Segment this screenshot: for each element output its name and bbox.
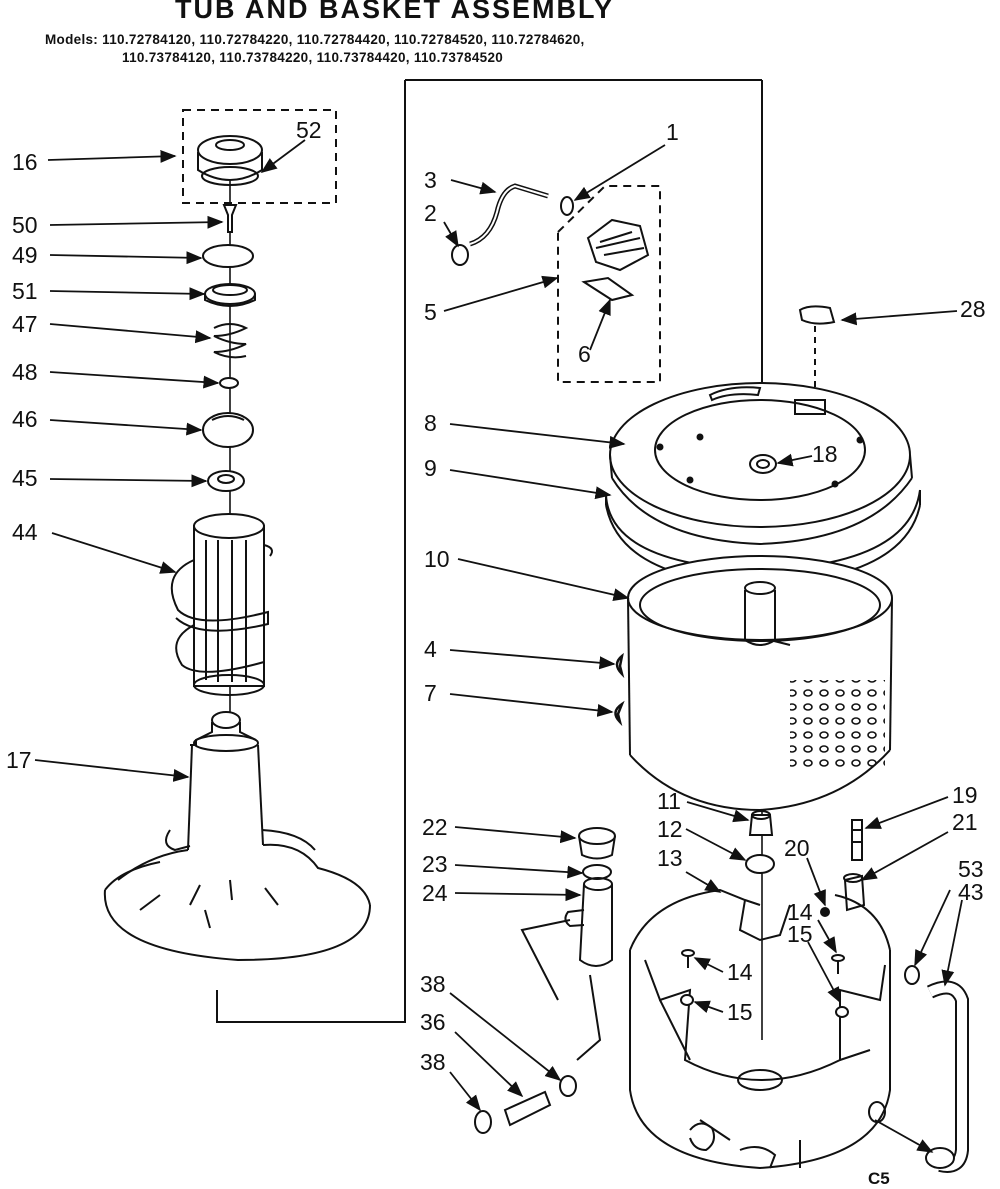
part-14-screw-right xyxy=(831,954,845,974)
callout-10: 10 xyxy=(424,546,450,572)
callout-49: 49 xyxy=(12,242,38,268)
agitator-assembly xyxy=(103,109,371,962)
callout-24: 24 xyxy=(422,880,448,906)
part-36-pin xyxy=(503,1090,552,1127)
part-19-pin xyxy=(851,819,863,861)
callout-23: 23 xyxy=(422,851,448,877)
callout-6: 6 xyxy=(578,341,591,367)
part-5-bracket xyxy=(586,218,650,272)
part-18-nut xyxy=(749,454,777,474)
part-2-clamp xyxy=(451,244,469,266)
models-list-1: 110.72784120, 110.72784220, 110.72784420… xyxy=(102,32,585,47)
callout-22: 22 xyxy=(422,814,448,840)
fabric-softener-cap-box xyxy=(182,109,337,204)
assembly-bracket xyxy=(216,79,763,1023)
diagram-code: C5 xyxy=(868,1169,890,1188)
callout-17: 17 xyxy=(6,747,32,773)
callout-53: 53 xyxy=(958,856,984,882)
callout-14-left: 14 xyxy=(727,959,753,985)
part-38-ring-left xyxy=(474,1110,492,1134)
part-51-ring xyxy=(204,283,256,307)
part-7-clip xyxy=(614,700,625,727)
callout-44: 44 xyxy=(12,519,38,545)
part-14-screw-left xyxy=(681,949,695,968)
part-48-washer xyxy=(219,377,239,389)
callout-21: 21 xyxy=(952,809,978,835)
callout-12: 12 xyxy=(657,816,683,842)
callout-48: 48 xyxy=(12,359,38,385)
leader-arrows xyxy=(34,139,963,1153)
callout-36: 36 xyxy=(420,1009,446,1035)
callout-19: 19 xyxy=(952,782,978,808)
callout-15-right: 15 xyxy=(787,921,813,947)
part-10-basket xyxy=(627,555,893,812)
callout-9: 9 xyxy=(424,455,437,481)
part-45-collar xyxy=(207,470,245,492)
part-15-washer-right xyxy=(835,1006,849,1018)
part-53-ring xyxy=(904,965,920,985)
tub-parts xyxy=(474,810,969,1173)
callout-4: 4 xyxy=(424,636,437,662)
models-line-2: 110.73784120, 110.73784220, 110.73784420… xyxy=(122,50,504,65)
part-46-cam xyxy=(202,412,254,448)
part-22-cap xyxy=(578,827,616,860)
callout-18: 18 xyxy=(812,441,838,467)
part-1-ring xyxy=(560,196,574,216)
callout-7: 7 xyxy=(424,680,437,706)
balance-ring-parts xyxy=(451,183,921,1040)
callout-51: 51 xyxy=(12,278,38,304)
part-12-washer xyxy=(745,854,775,874)
callout-38-lower: 38 xyxy=(420,1049,446,1075)
callout-16: 16 xyxy=(12,149,38,175)
part-28-cap xyxy=(798,305,836,400)
callout-labels: 16 52 50 49 51 47 48 46 45 44 17 1 3 2 5… xyxy=(6,117,986,1188)
callout-47: 47 xyxy=(12,311,38,337)
part-49-disc xyxy=(202,244,254,268)
callout-46: 46 xyxy=(12,406,38,432)
callout-5: 5 xyxy=(424,299,437,325)
callout-38-upper: 38 xyxy=(420,971,446,997)
part-20-ball xyxy=(820,907,830,917)
callout-11: 11 xyxy=(657,788,681,814)
diagram-header: TUB AND BASKET ASSEMBLY Models: 110.7278… xyxy=(0,0,1000,80)
part-43-drain-hose xyxy=(925,980,969,1173)
part-17-agitator-base xyxy=(103,711,371,962)
part-15-washer-left xyxy=(680,994,694,1006)
part-13-outer-tub xyxy=(629,888,891,1170)
callout-3: 3 xyxy=(424,167,437,193)
part-23-ring xyxy=(582,864,612,880)
models-label: Models: xyxy=(45,32,99,47)
part-11-nut xyxy=(748,810,774,836)
callout-13: 13 xyxy=(657,845,683,871)
part-50-pin xyxy=(222,204,238,233)
callout-28: 28 xyxy=(960,296,986,322)
callout-52: 52 xyxy=(296,117,322,143)
callout-20: 20 xyxy=(784,835,810,861)
part-24-tube xyxy=(564,877,613,967)
callout-45: 45 xyxy=(12,465,38,491)
callout-8: 8 xyxy=(424,410,437,436)
callout-15-left: 15 xyxy=(727,999,753,1025)
part-38-ring-right xyxy=(559,1075,577,1097)
callout-2: 2 xyxy=(424,200,437,226)
part-47-spring xyxy=(213,323,249,359)
part-4-clip xyxy=(615,652,625,679)
callout-43: 43 xyxy=(958,879,984,905)
callout-50: 50 xyxy=(12,212,38,238)
callout-1: 1 xyxy=(666,119,679,145)
models-line-1: Models: 110.72784120, 110.72784220, 110.… xyxy=(45,32,585,47)
softener-cap xyxy=(197,135,263,186)
part-6-plate xyxy=(581,276,635,302)
callout-14-right: 14 xyxy=(787,899,813,925)
part-44-agitator-barrel xyxy=(170,513,273,696)
part-3-hose xyxy=(469,183,549,247)
diagram-title: TUB AND BASKET ASSEMBLY xyxy=(175,0,615,24)
